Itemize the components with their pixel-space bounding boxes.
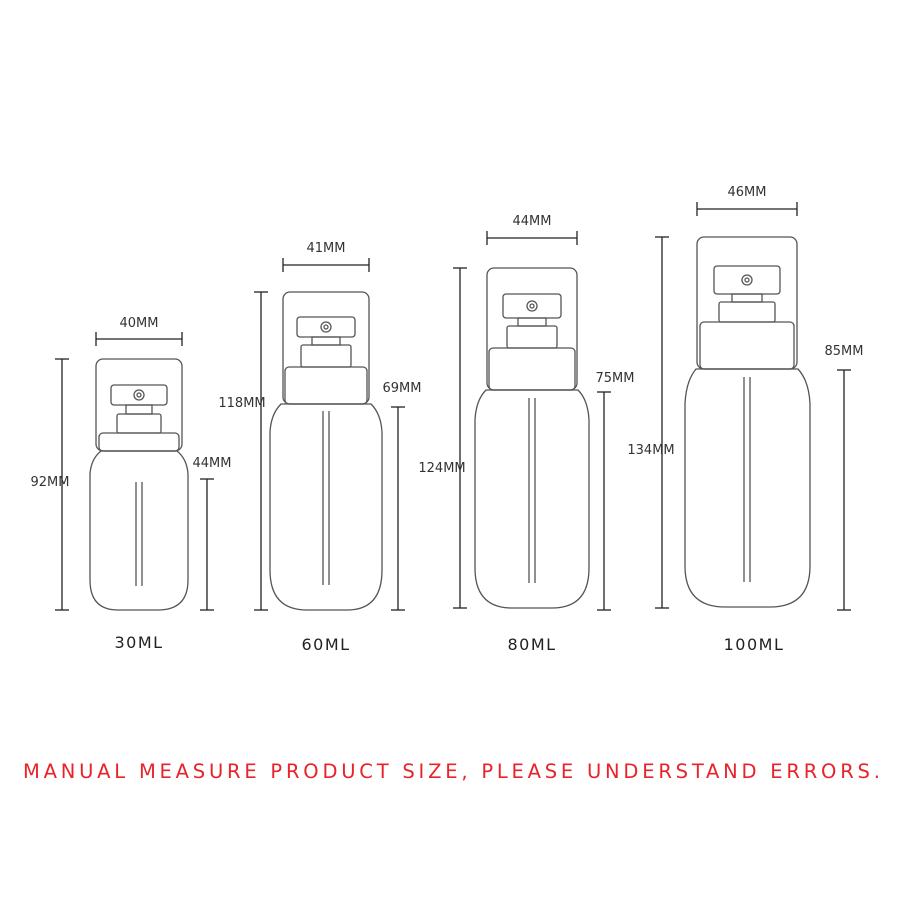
- bottle-80ml-collar: [488, 347, 576, 391]
- bottle-60ml-nozzle-core: [323, 324, 329, 330]
- capacity-label-30ml: 30ML: [114, 633, 163, 652]
- bottle-100ml-body: [684, 368, 811, 608]
- bottle-30ml-dimensions: [55, 332, 214, 611]
- bottle-100ml-drawing: [684, 236, 811, 608]
- bottle-100ml-pump-stem: [731, 293, 763, 303]
- total-height-label-80ml: 124MM: [418, 461, 465, 476]
- capacity-label-100ml: 100ML: [724, 635, 785, 654]
- total-height-label-100ml: 134MM: [627, 443, 674, 458]
- bottle-30ml-nozzle: [133, 389, 145, 401]
- bottle-80ml-actuator: [502, 293, 562, 319]
- measurement-notice: MANUAL MEASURE PRODUCT SIZE, PLEASE UNDE…: [23, 760, 881, 783]
- bottle-30ml-drawing: [89, 358, 189, 611]
- bottle-60ml-neck: [300, 344, 352, 368]
- bottle-60ml-drawing: [269, 291, 383, 611]
- bottle-80ml-nozzle: [526, 300, 538, 312]
- total-height-label-60ml: 118MM: [218, 396, 265, 411]
- bottle-100ml-overcap: [696, 236, 798, 370]
- total-height-label-30ml: 92MM: [31, 475, 70, 490]
- bottle-100ml-collar: [699, 321, 795, 370]
- width-label-80ml: 44MM: [513, 214, 552, 229]
- bottle-80ml-nozzle-core: [529, 303, 535, 309]
- bottle-80ml-dimensions: [453, 231, 611, 611]
- bottle-80ml-pump-stem: [517, 317, 547, 327]
- bottle-80ml-group: 44MM 124MM 75MM 80ML: [418, 214, 634, 654]
- bottle-30ml-body: [89, 450, 189, 611]
- body-height-label-30ml: 44MM: [193, 456, 232, 471]
- bottle-100ml-group: 46MM 134MM 85MM 100ML: [627, 185, 863, 654]
- bottle-100ml-nozzle: [741, 274, 753, 286]
- bottle-60ml-collar: [284, 366, 368, 405]
- body-height-label-100ml: 85MM: [825, 344, 864, 359]
- bottle-30ml-neck: [116, 413, 162, 434]
- bottle-30ml-group: 40MM 92MM 44MM 30ML: [31, 316, 232, 652]
- bottle-100ml-actuator: [713, 265, 781, 295]
- bottle-60ml-body: [269, 403, 383, 611]
- width-label-30ml: 40MM: [120, 316, 159, 331]
- bottle-30ml-nozzle-core: [136, 392, 142, 398]
- bottle-80ml-neck: [506, 325, 558, 349]
- bottle-60ml-pump-stem: [311, 336, 341, 346]
- width-label-100ml: 46MM: [728, 185, 767, 200]
- bottle-100ml-dimensions: [655, 202, 851, 611]
- body-height-label-80ml: 75MM: [596, 371, 635, 386]
- bottle-100ml-neck: [718, 301, 776, 323]
- bottle-30ml-actuator: [110, 384, 168, 406]
- bottle-30ml-collar: [98, 432, 180, 452]
- width-label-60ml: 41MM: [307, 241, 346, 256]
- bottle-60ml-group: 41MM 118MM 69MM 60ML: [218, 241, 421, 654]
- bottle-80ml-body: [474, 389, 590, 609]
- bottle-100ml-nozzle-core: [744, 277, 750, 283]
- bottle-60ml-nozzle: [320, 321, 332, 333]
- bottle-60ml-dimensions: [254, 258, 405, 611]
- bottle-60ml-overcap: [282, 291, 370, 405]
- bottle-80ml-drawing: [474, 267, 590, 609]
- bottle-80ml-overcap: [486, 267, 578, 391]
- body-height-label-60ml: 69MM: [383, 381, 422, 396]
- capacity-label-80ml: 80ML: [507, 635, 556, 654]
- bottle-60ml-actuator: [296, 316, 356, 338]
- capacity-label-60ml: 60ML: [301, 635, 350, 654]
- bottle-30ml-pump-stem: [125, 404, 153, 415]
